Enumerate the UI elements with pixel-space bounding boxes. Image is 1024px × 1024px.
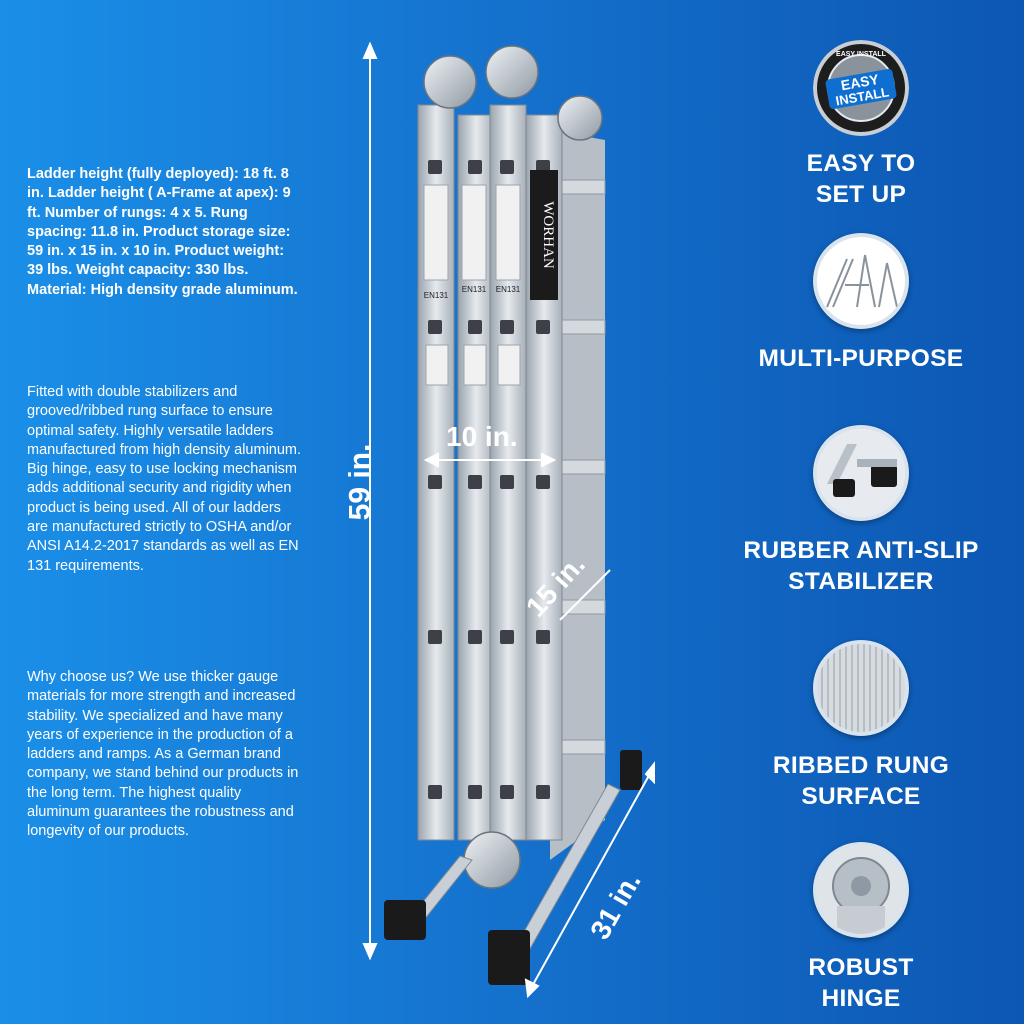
feature-label: RIBBED RUNG SURFACE — [772, 752, 950, 810]
ladder-graphic: WORHAN EN131 EN131 EN131 — [362, 41, 655, 999]
cert-label: EN131 — [424, 291, 449, 300]
feature-label: EASY TO SET UP — [806, 150, 916, 208]
specifications-text: Ladder height (fully deployed): 18 ft. 8… — [27, 166, 298, 298]
length-dimension-line — [529, 769, 653, 991]
feature-label: ROBUST HINGE — [808, 954, 914, 1012]
hinge-icon — [813, 842, 909, 938]
ladder-configurations-icon — [813, 233, 909, 329]
safety-description: Fitted with double stabilizers and groov… — [27, 384, 302, 574]
feature-label: MULTI-PURPOSE — [758, 345, 964, 372]
rubber-foot-icon — [813, 425, 909, 521]
feature-anti-slip: RUBBER ANTI-SLIP STABILIZER — [716, 425, 1006, 597]
svg-text:EASY: EASY — [840, 71, 881, 93]
height-dimension: 59 in. — [343, 443, 377, 521]
feature-ribbed-rung: RIBBED RUNG SURFACE — [716, 640, 1006, 812]
brand-text: WORHAN — [540, 201, 556, 269]
width-dimension: 10 in. — [446, 421, 518, 452]
brand-plate — [530, 170, 558, 300]
feature-multi-purpose: MULTI-PURPOSE — [716, 233, 1006, 374]
easy-install-badge-icon: EASY INSTALL EASY INSTALL — [813, 40, 909, 136]
feature-robust-hinge: ROBUST HINGE — [716, 842, 1006, 1014]
top-hinges — [423, 45, 603, 141]
why-choose-us: Why choose us? We use thicker gauge mate… — [27, 669, 299, 840]
depth-dimension-line — [559, 569, 611, 621]
ladder-illustration: WORHAN EN131 EN131 EN131 — [340, 30, 680, 1020]
svg-text:EN131: EN131 — [462, 285, 487, 294]
front-rails — [417, 104, 563, 841]
feature-easy-setup: EASY INSTALL EASY INSTALL EASY TO SET UP — [716, 40, 1006, 210]
badge-ring-text: EASY INSTALL — [836, 51, 887, 58]
svg-text:EN131: EN131 — [496, 285, 521, 294]
rubber-feet — [384, 750, 642, 985]
ribbed-surface-icon — [813, 640, 909, 736]
feature-label: RUBBER ANTI-SLIP STABILIZER — [743, 537, 979, 595]
back-rail — [550, 130, 605, 860]
